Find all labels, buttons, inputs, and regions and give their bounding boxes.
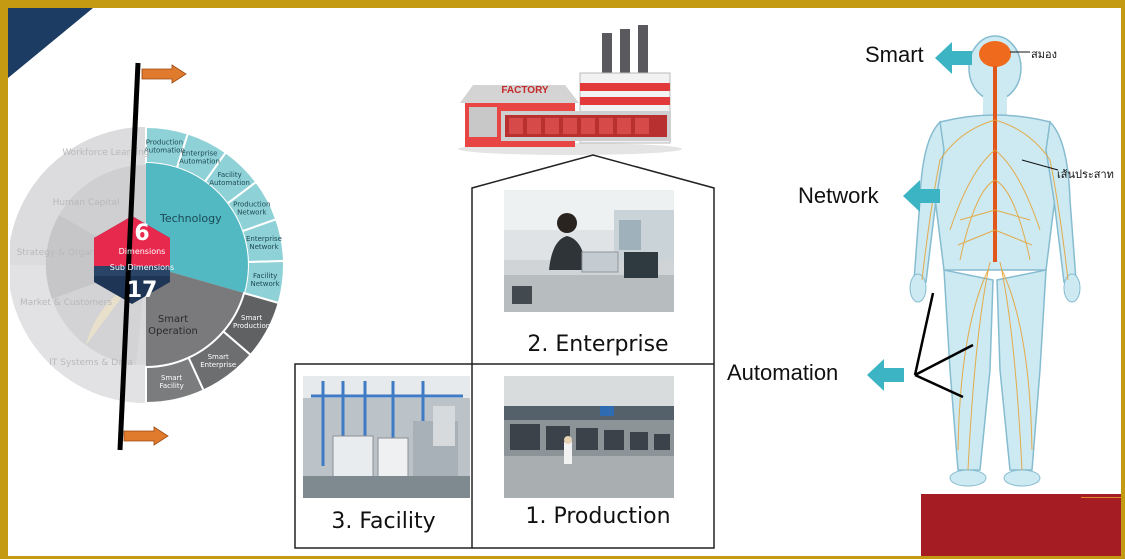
operation-outer-ring [145,291,280,405]
production-photo [504,376,674,498]
corner-decoration-bottom-right [921,494,1121,556]
nerve-label: เส้นประสาท [1057,168,1114,181]
network-label: Network [798,183,879,208]
smart-arrow-icon [935,42,972,74]
faded-dimension-label: Market & Customers [20,298,112,308]
brain-label: สมอง [1031,48,1057,61]
smart-label: Smart [865,42,924,67]
brain-icon [979,41,1011,67]
automation-pointer-lines [913,292,974,399]
sub-dimensions-count: 17 [126,278,158,303]
faded-dimension-label: Human Capital [53,198,120,208]
divider-line [117,62,141,451]
automation-label: Automation [727,360,839,385]
facility-label: 3. Facility [331,509,436,534]
operation-subdimension-segment [145,356,205,405]
corner-decoration-top-left [8,8,93,78]
faded-dimension-label: IT Systems & Data [49,358,133,368]
network-arrow-icon [903,180,940,212]
automation-arrow-icon [867,359,904,391]
enterprise-label: 2. Enterprise [527,332,669,357]
smart-operation-sector [146,265,244,367]
corner-accent-line [1081,497,1121,498]
orange-arrow-bottom [123,426,169,446]
faded-dimension-label: Strategy & Organization [17,248,126,258]
enterprise-photo [504,190,674,312]
technology-label: Technology [160,212,222,225]
smart-operation-label: Smart Operation [148,314,198,337]
technology-outer-ring [145,125,285,305]
dimensions-count: 6 [134,221,150,246]
orange-arrow-top [141,64,187,84]
production-label: 1. Production [525,504,671,529]
faded-dimension-label: Workforce Learning [62,148,149,158]
factory-illustration [458,25,682,155]
dimensions-label: Dimensions [118,247,166,256]
facility-photo [303,376,470,498]
boxes-outline [294,154,715,549]
sub-dimensions-label: Sub Dimensions [109,263,175,272]
technology-sector [146,163,248,293]
nervous-system-figure [909,35,1081,487]
factory-sign: FACTORY [501,85,549,96]
